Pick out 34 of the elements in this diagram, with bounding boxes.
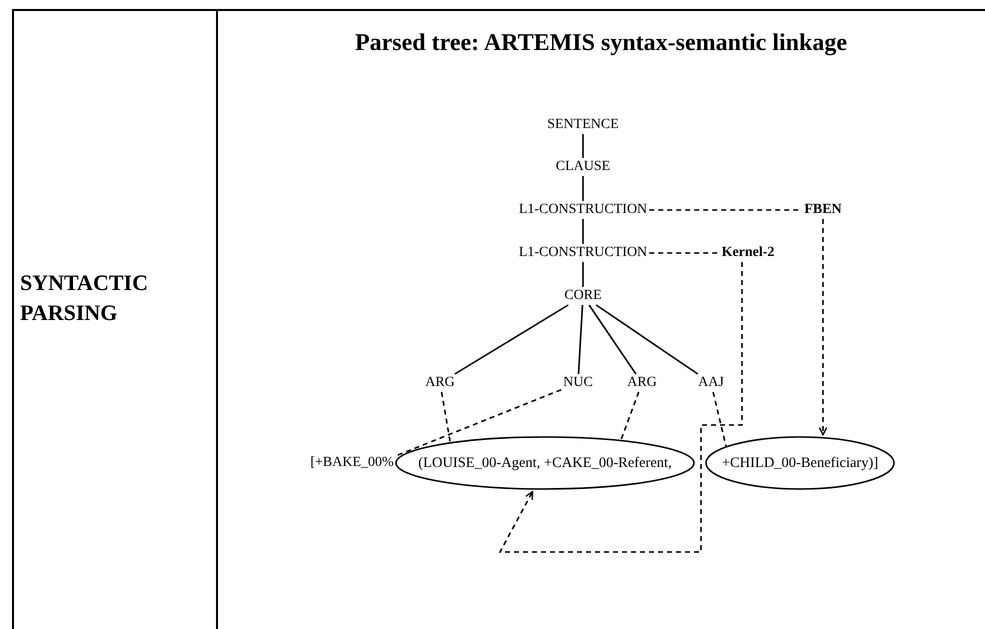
- dashed-link: [649, 252, 720, 254]
- ellipse-node: [395, 436, 695, 490]
- tree-branch: [596, 304, 698, 375]
- arrow: [818, 219, 828, 436]
- row-header: SYNTACTIC PARSING: [20, 269, 149, 327]
- tree-branch: [582, 262, 584, 287]
- node-label: AAJ: [696, 374, 726, 392]
- tree-branch: [578, 304, 584, 374]
- dashed-link: [620, 392, 640, 440]
- node-label: Kernel-2: [720, 244, 776, 262]
- node-label: SENTENCE: [545, 116, 621, 134]
- tree-branch: [582, 134, 584, 158]
- tree-branch: [582, 219, 584, 244]
- dashed-link: [395, 388, 562, 457]
- dashed-link: [440, 392, 451, 442]
- title: Parsed tree: ARTEMIS syntax-semantic linkage: [354, 30, 848, 57]
- tree-branch: [588, 304, 637, 374]
- node-label: FBEN: [802, 201, 844, 219]
- arrow: [498, 262, 743, 553]
- dashed-link: [712, 392, 727, 446]
- node-label: L1-CONSTRUCTION: [516, 201, 650, 219]
- tree-branch: [454, 304, 569, 375]
- node-label: NUC: [561, 374, 595, 392]
- node-label: CORE: [562, 287, 604, 305]
- ellipse-node: [705, 436, 895, 490]
- node-label: CLAUSE: [554, 158, 612, 176]
- dashed-link: [649, 209, 802, 211]
- node-label: L1-CONSTRUCTION: [516, 244, 650, 262]
- node-label: +CHILD_00-Beneficiary)]: [722, 454, 878, 472]
- node-label: [+BAKE_00%: [308, 454, 396, 472]
- node-label: ARG: [625, 374, 659, 392]
- tree-branch: [582, 176, 584, 201]
- node-label: (LOUISE_00-Agent, +CAKE_00-Referent,: [418, 454, 672, 472]
- node-label: ARG: [423, 374, 457, 392]
